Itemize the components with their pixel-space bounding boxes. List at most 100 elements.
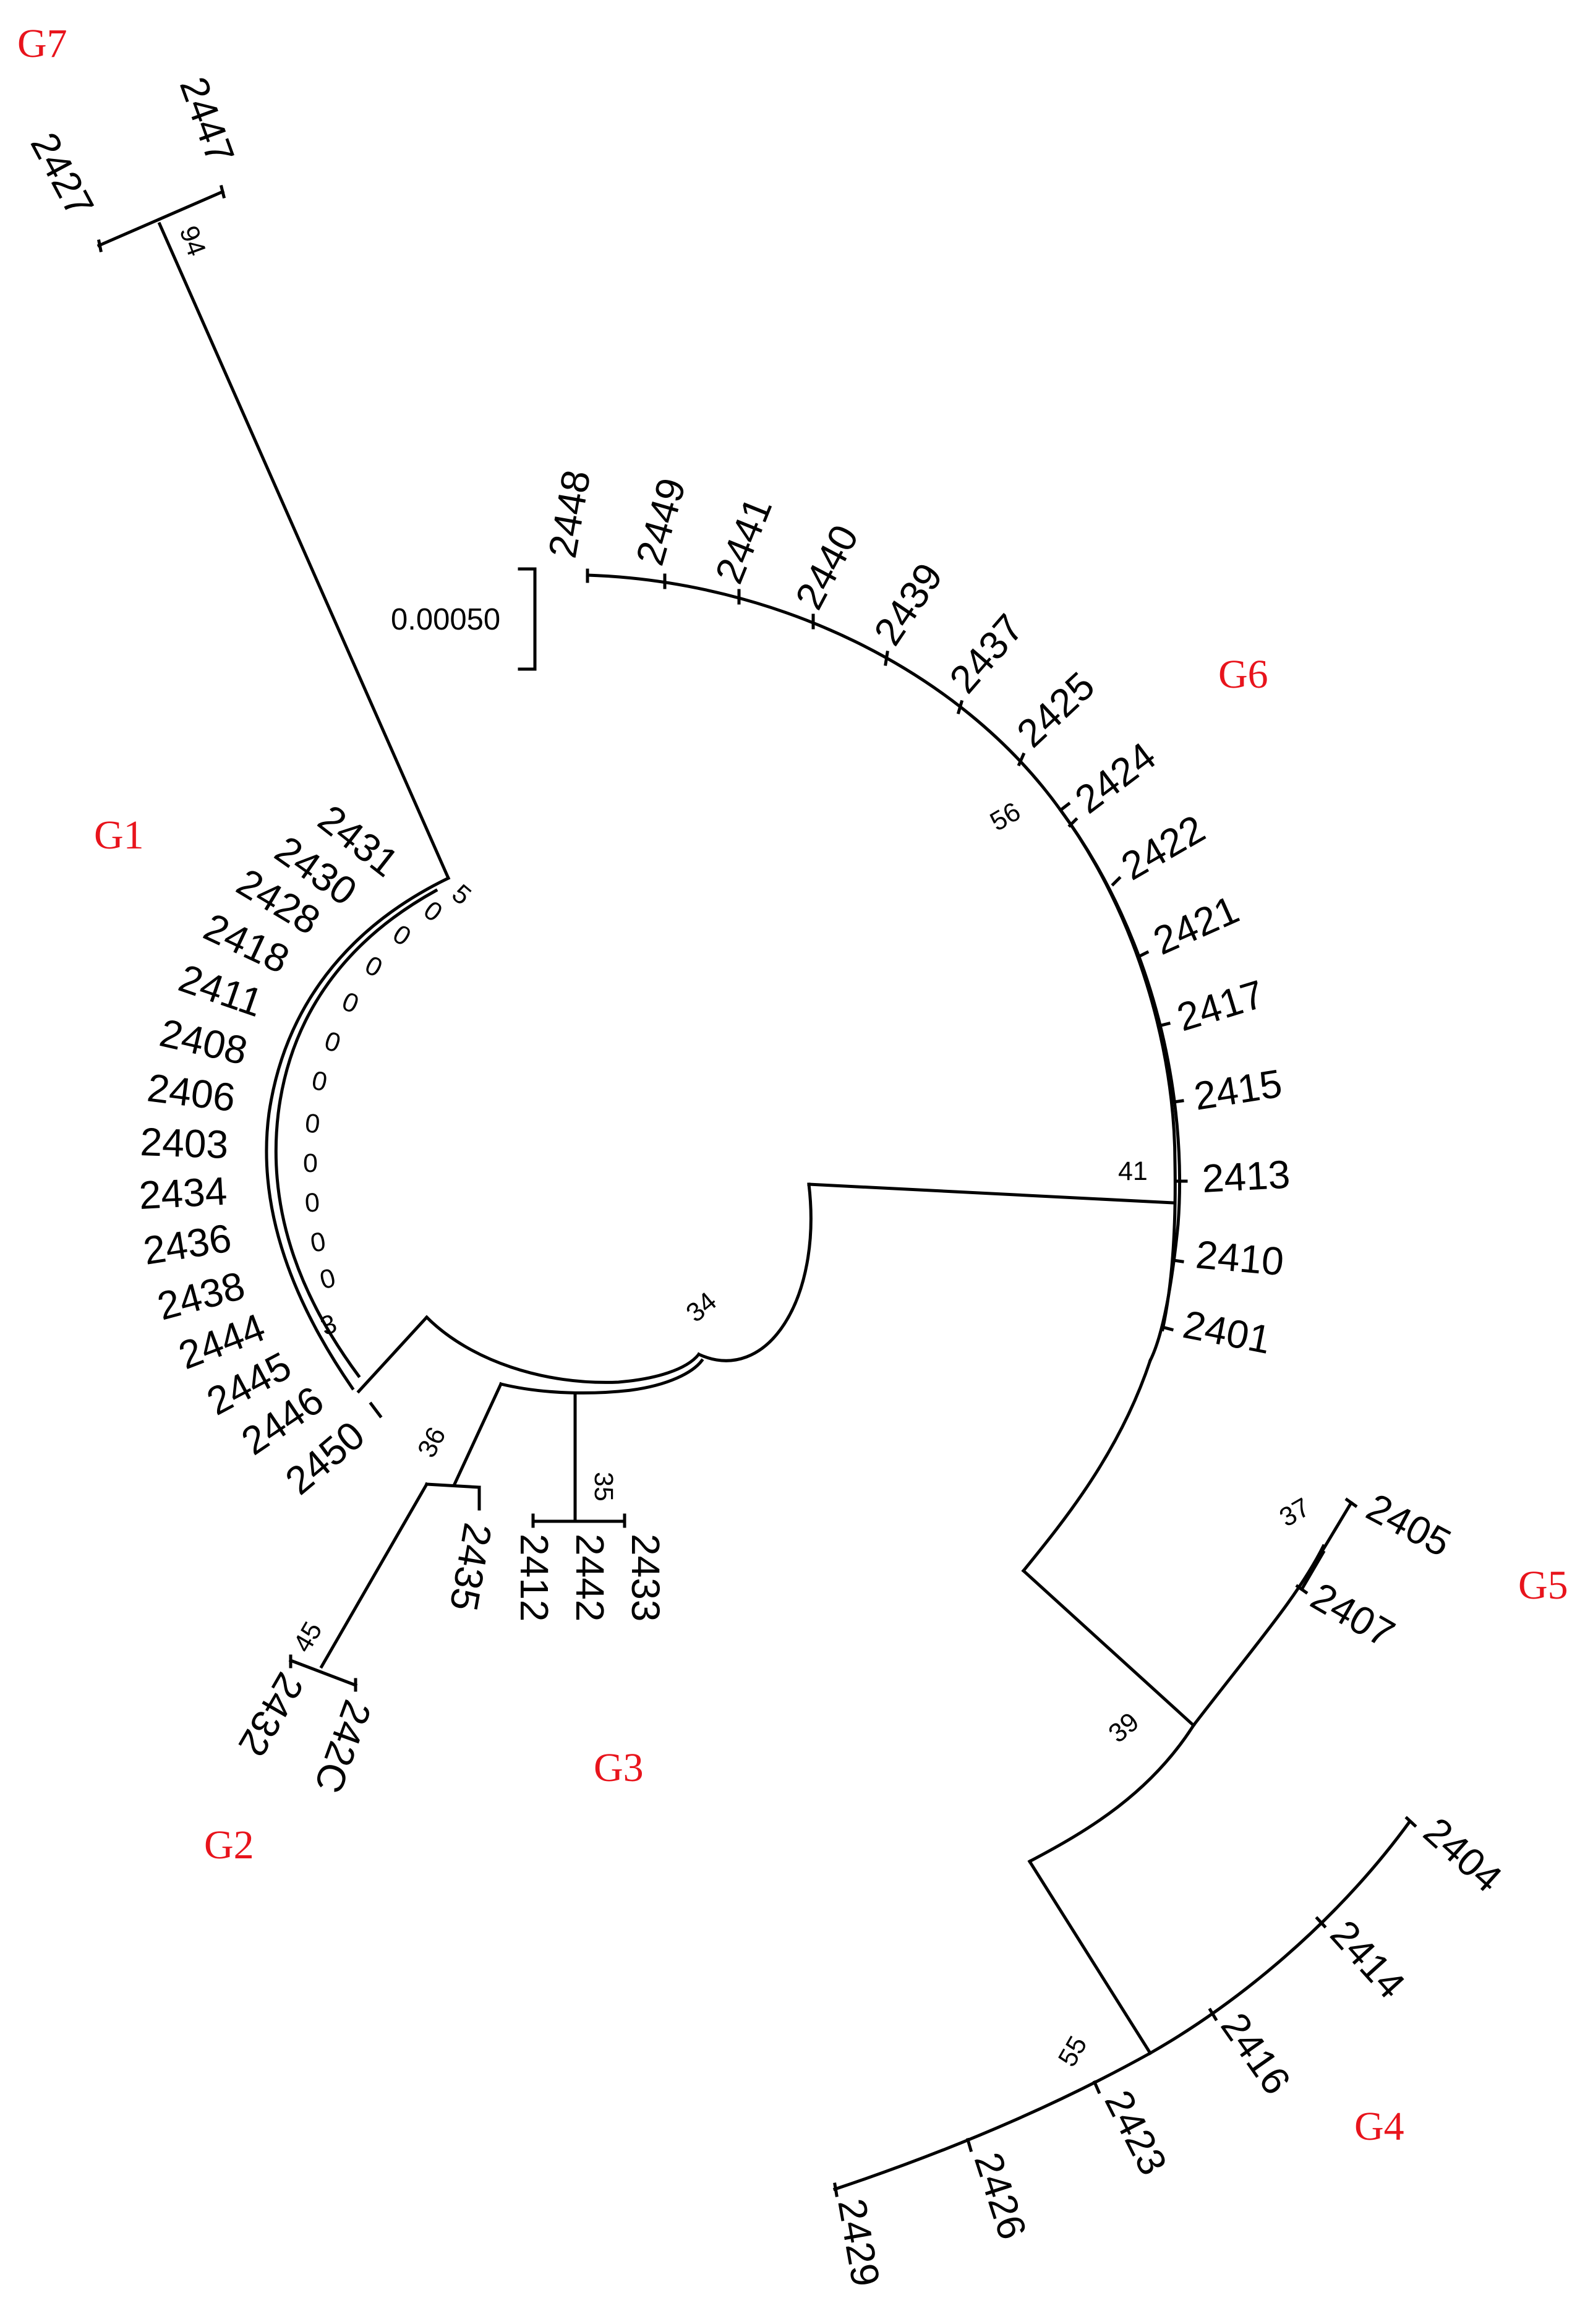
tick-2423	[1092, 2080, 1101, 2095]
leaf-label-2447: 2447	[171, 71, 243, 169]
tick-2426	[965, 2137, 973, 2153]
tick-2404	[1404, 1816, 1417, 1828]
tick-2405	[1344, 1497, 1358, 1508]
support-45: 45	[288, 1617, 328, 1657]
leaf-label-2440: 2440	[787, 518, 867, 617]
tick-2401	[1160, 1325, 1174, 1332]
scale-bar-label: 0.00050	[391, 603, 500, 636]
leaf-labels: 2427 2447 2448 2449 2441 2440 2439 2437 …	[22, 71, 1511, 2289]
g7-bracket	[96, 189, 225, 248]
scale-bar	[518, 567, 537, 671]
g6-bracket-56	[1058, 801, 1071, 813]
support-56: 56	[985, 797, 1025, 837]
tick-2421	[1138, 950, 1150, 958]
bracket-36	[425, 1482, 481, 1489]
tick-2427	[97, 239, 103, 252]
leaf-label-2405: 2405	[1359, 1485, 1458, 1565]
leaf-label-2410: 2410	[1194, 1232, 1286, 1284]
group-label-g3: G3	[594, 1745, 644, 1790]
group-labels: G7 G6 G1 G5 G3 G2 G4	[17, 21, 1568, 2149]
tick-2425	[1017, 752, 1026, 767]
support-41: 41	[1118, 1156, 1148, 1186]
tick-2437	[956, 699, 964, 715]
leaf-label-2429: 2429	[829, 2195, 889, 2290]
support-5: 5	[446, 879, 477, 911]
branch-to-55	[1027, 1859, 1153, 2056]
support-0f: 0	[309, 1066, 330, 1098]
support-0c: 0	[360, 950, 387, 983]
branch-to-45	[319, 1482, 429, 1669]
leaf-label-2427: 2427	[22, 126, 103, 224]
arc-39	[1027, 1723, 1196, 1864]
leaf-label-2436: 2436	[140, 1215, 234, 1273]
tick-2410	[1172, 1258, 1184, 1263]
support-55: 55	[1053, 2031, 1093, 2072]
tick-2422	[1111, 876, 1122, 887]
group-label-g6: G6	[1218, 652, 1268, 697]
group-label-g2: G2	[204, 1822, 254, 1868]
group-label-g4: G4	[1354, 2104, 1404, 2149]
group-label-g7: G7	[17, 21, 67, 66]
tick-2416	[1208, 2007, 1218, 2022]
arc-g6-inner	[1058, 808, 1177, 1331]
leaf-label-2424: 2424	[1067, 733, 1164, 822]
leaf-label-2408: 2408	[156, 1010, 252, 1073]
support-0k: 0	[317, 1263, 339, 1296]
tick-2414	[1315, 1916, 1327, 1929]
leaf-label-2416: 2416	[1213, 2005, 1300, 2103]
leaf-label-2442: 2442	[568, 1534, 612, 1621]
support-0h: 0	[303, 1148, 318, 1178]
tick-2450	[369, 1401, 383, 1419]
branch-root-to-g6	[807, 1182, 1175, 1205]
tree-branches	[96, 184, 1417, 2197]
group-label-g5: G5	[1518, 1563, 1568, 1608]
support-94: 94	[174, 222, 211, 260]
support-0j: 0	[308, 1226, 328, 1258]
leaf-label-2432: 2432	[230, 1665, 313, 1764]
branch-g1-root	[356, 1315, 429, 1394]
leaf-label-2404: 2404	[1416, 1809, 1511, 1901]
tick-2415	[1172, 1099, 1184, 1104]
leaf-label-2434: 2434	[138, 1169, 228, 1218]
support-0g: 0	[304, 1108, 322, 1139]
arc-g5	[1191, 1544, 1326, 1728]
leaf-label-2401: 2401	[1179, 1302, 1274, 1362]
support-0b: 0	[388, 919, 416, 952]
bracket-45	[288, 1658, 358, 1688]
branch-to-36	[452, 1382, 503, 1487]
leaf-label-2448: 2448	[540, 467, 599, 562]
tick-2447	[219, 184, 226, 199]
support-0a: 0	[418, 895, 448, 928]
leaf-label-2421: 2421	[1147, 887, 1245, 963]
support-35: 35	[589, 1472, 618, 1502]
branch-to-39	[1021, 1568, 1196, 1728]
arc-g1	[265, 876, 451, 1391]
leaf-label-2415: 2415	[1191, 1061, 1285, 1118]
leaf-label-2437: 2437	[941, 605, 1032, 701]
leaf-label-2413: 2413	[1201, 1152, 1291, 1201]
leaf-label-2433: 2433	[623, 1534, 668, 1621]
leaf-label-2425: 2425	[1008, 663, 1103, 756]
support-34: 34	[681, 1286, 723, 1328]
arc-g4	[832, 1819, 1412, 2192]
arc-left-main	[424, 1315, 701, 1384]
arc-left-main-inner	[498, 1358, 704, 1395]
leaf-label-2423: 2423	[1096, 2083, 1176, 2182]
tick-2407	[1295, 1584, 1309, 1595]
leaf-label-2403: 2403	[140, 1119, 229, 1167]
support-39: 39	[1103, 1707, 1145, 1749]
tick-2439	[884, 651, 889, 666]
support-0e: 0	[321, 1026, 344, 1059]
g5-bracket-inner	[1299, 1550, 1326, 1592]
arc-root-left	[696, 1182, 813, 1362]
leaf-label-2449: 2449	[627, 473, 694, 570]
tick-2429	[833, 2182, 839, 2197]
support-37: 37	[1275, 1492, 1315, 1532]
support-0d: 0	[338, 986, 363, 1020]
support-36: 36	[412, 1422, 451, 1462]
leaf-label-2439: 2439	[865, 555, 951, 653]
leaf-label-2426: 2426	[966, 2147, 1035, 2245]
leaf-label-2417: 2417	[1172, 972, 1269, 1040]
tick-2417	[1159, 1021, 1171, 1028]
tick-2424	[1067, 817, 1078, 828]
